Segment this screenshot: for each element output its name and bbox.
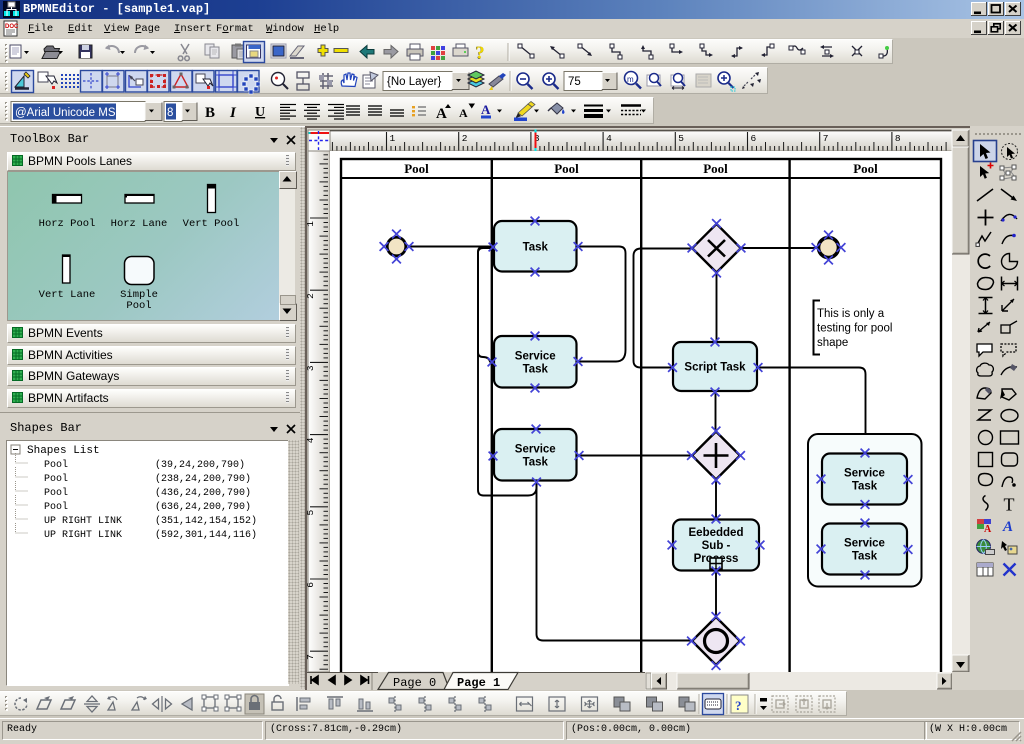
svg-text:7: 7 [823, 133, 829, 144]
svg-text:Pool: Pool [44, 487, 68, 499]
svg-text:Eebedded: Eebedded [689, 527, 744, 539]
svg-text:UP RIGHT LINK: UP RIGHT LINK [44, 516, 122, 527]
svg-text:Horz Lane: Horz Lane [111, 218, 168, 230]
svg-text:Shapes List: Shapes List [27, 445, 100, 457]
svg-text:Pool: Pool [853, 161, 878, 176]
svg-text:2: 2 [462, 133, 468, 144]
svg-text:Sub -: Sub - [702, 540, 731, 552]
svg-text:4: 4 [606, 133, 612, 144]
svg-text:(436,24,200,790): (436,24,200,790) [155, 487, 251, 499]
svg-text:Service: Service [515, 443, 556, 455]
svg-text:3: 3 [534, 133, 540, 144]
svg-text:(636,24,200,790): (636,24,200,790) [155, 501, 251, 513]
svg-text:4: 4 [307, 437, 316, 443]
svg-text:6: 6 [751, 133, 757, 144]
svg-text:Script Task: Script Task [684, 362, 746, 374]
svg-text:5: 5 [307, 510, 316, 516]
svg-text:Pool: Pool [44, 473, 68, 485]
svg-text:2: 2 [307, 293, 316, 299]
svg-text:Task: Task [523, 241, 549, 253]
svg-text:A: A [984, 524, 992, 535]
svg-text:Pool: Pool [44, 501, 68, 513]
svg-text:5: 5 [678, 133, 684, 144]
svg-text:Service: Service [515, 350, 556, 362]
svg-text:A: A [436, 106, 447, 122]
svg-text:7: 7 [307, 654, 316, 660]
svg-text:Simple: Simple [120, 289, 158, 301]
svg-text:m: m [627, 75, 634, 84]
svg-text:Task: Task [852, 481, 878, 493]
svg-text:?: ? [735, 698, 742, 713]
svg-text:Pool: Pool [126, 300, 151, 312]
svg-text:U: U [255, 105, 265, 120]
svg-text:(39,24,200,790): (39,24,200,790) [155, 459, 245, 471]
svg-text:(238,24,200,790): (238,24,200,790) [155, 473, 251, 485]
svg-text:@Arial Unicode MS: @Arial Unicode MS [15, 107, 116, 119]
svg-text:B: B [205, 105, 215, 121]
svg-text:A: A [1002, 519, 1013, 535]
svg-text:Horz Pool: Horz Pool [39, 218, 96, 230]
svg-text:Pool: Pool [554, 161, 579, 176]
svg-text:T: T [1004, 495, 1015, 515]
svg-text:6: 6 [307, 582, 316, 588]
svg-text:Pool: Pool [703, 161, 728, 176]
svg-text:UP RIGHT LINK: UP RIGHT LINK [44, 530, 122, 541]
svg-text:Pool: Pool [44, 459, 68, 471]
svg-text:Page 1: Page 1 [457, 676, 500, 690]
svg-text:8: 8 [895, 133, 901, 144]
svg-text:DOC: DOC [5, 24, 19, 30]
svg-text:A: A [481, 102, 491, 117]
svg-text:This is only a: This is only a [817, 308, 885, 320]
svg-text:Service: Service [844, 538, 885, 550]
svg-text:?: ? [475, 43, 485, 64]
svg-text:testing for pool: testing for pool [817, 323, 892, 335]
svg-text:Task: Task [523, 363, 549, 375]
svg-text:Page 0: Page 0 [393, 676, 436, 690]
svg-text:shape: shape [817, 337, 848, 349]
svg-text:Task: Task [523, 456, 549, 468]
svg-text:Vert Lane: Vert Lane [39, 289, 96, 301]
svg-text:I: I [229, 105, 237, 121]
svg-text:75: 75 [568, 76, 581, 88]
svg-text:3: 3 [307, 365, 316, 371]
svg-text:(351,142,154,152): (351,142,154,152) [155, 515, 257, 527]
svg-text:Pool: Pool [404, 161, 429, 176]
svg-text:1: 1 [390, 133, 396, 144]
svg-text:{No Layer}: {No Layer} [387, 76, 442, 88]
svg-text:1: 1 [307, 221, 316, 227]
svg-text:(592,301,144,116): (592,301,144,116) [155, 529, 257, 541]
svg-text:?: ? [476, 43, 485, 63]
svg-text:Task: Task [852, 551, 878, 563]
svg-text:8: 8 [167, 107, 173, 119]
svg-text:Service: Service [844, 468, 885, 480]
svg-text:A: A [459, 106, 468, 120]
svg-text:Vert Pool: Vert Pool [183, 218, 240, 230]
